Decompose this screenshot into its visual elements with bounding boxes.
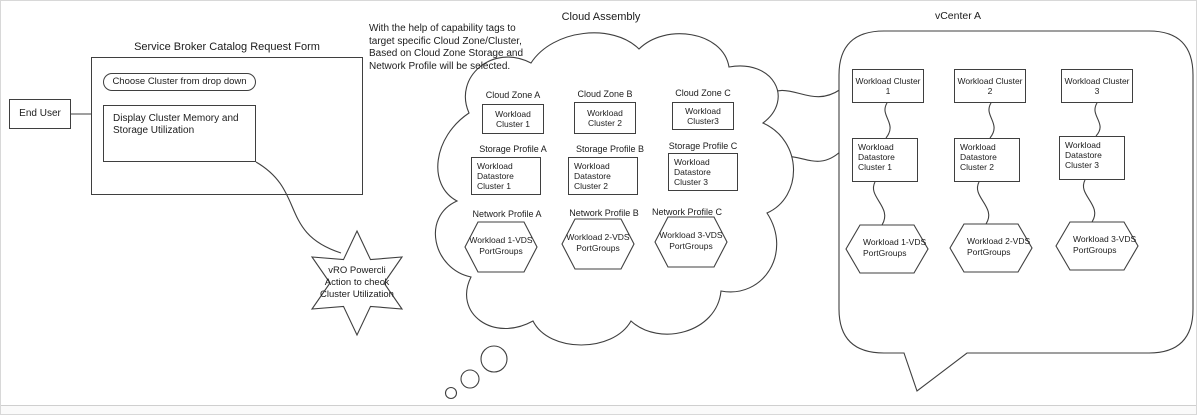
hexagon-cloud-portgroups-3 — [654, 216, 728, 268]
connector-vc1-datastore-portgroups — [872, 181, 886, 226]
capability-tags-annotation: With the help of capability tags to targ… — [369, 23, 523, 72]
vcenter-portgroups-1-label: Workload 1-VDS PortGroups — [863, 237, 927, 258]
vcenter-datastore-1-box: Workload Datastore Cluster 1 — [852, 138, 918, 182]
thought-bubble-small — [444, 386, 458, 400]
vcenter-bubble-shape — [838, 30, 1194, 392]
connector-vc1-cluster-datastore — [884, 102, 891, 139]
connector-vc3-datastore-portgroups — [1082, 179, 1096, 223]
cloud-datastore-c-box: Workload Datastore Cluster 3 — [668, 153, 738, 191]
vcenter-title: vCenter A — [934, 10, 982, 22]
connector-vc3-cluster-datastore — [1094, 102, 1101, 137]
star-shape — [310, 229, 404, 337]
hexagon-cloud-portgroups-2 — [561, 218, 635, 270]
hexagon-vcenter-portgroups-3 — [1055, 221, 1139, 271]
cloud-datastore-b-box: Workload Datastore Cluster 2 — [568, 157, 638, 195]
cloud-assembly-title: Cloud Assembly — [561, 11, 641, 23]
vcenter-datastore-3-box: Workload Datastore Cluster 3 — [1059, 136, 1125, 180]
cloud-zone-b-cluster-box: Workload Cluster 2 — [574, 102, 636, 134]
cloud-portgroups-c-label: Workload 3-VDS PortGroups — [659, 230, 723, 251]
thought-bubble-large — [480, 345, 508, 373]
vcenter-cluster-1-box: Workload Cluster 1 — [852, 69, 924, 103]
connector-vc2-cluster-datastore — [988, 102, 995, 139]
storage-profile-b-label: Storage Profile B — [575, 144, 645, 154]
cloud-zone-c-cluster-box: Workload Cluster3 — [672, 102, 734, 130]
vcenter-portgroups-2-label: Workload 2-VDS PortGroups — [967, 236, 1031, 257]
cloud-zone-c-label: Cloud Zone C — [675, 88, 731, 98]
cluster-dropdown: Choose Cluster from drop down — [103, 73, 256, 91]
cloud-zone-b-label: Cloud Zone B — [577, 89, 633, 99]
storage-profile-a-label: Storage Profile A — [479, 144, 547, 154]
connector-vc2-datastore-portgroups — [976, 181, 990, 225]
cloud-portgroups-a-label: Workload 1-VDS PortGroups — [469, 235, 533, 256]
star-label: vRO Powercli Action to check Cluster Uti… — [320, 265, 394, 300]
vcenter-portgroups-3-label: Workload 3-VDS PortGroups — [1073, 234, 1137, 255]
hexagon-vcenter-portgroups-1 — [845, 224, 929, 274]
cloud-zone-a-cluster-box: Workload Cluster 1 — [482, 104, 544, 134]
cloud-portgroups-b-label: Workload 2-VDS PortGroups — [566, 232, 630, 253]
storage-profile-c-label: Storage Profile C — [668, 141, 738, 151]
display-utilization-box: Display Cluster Memory and Storage Utili… — [103, 105, 256, 162]
hexagon-vcenter-portgroups-2 — [949, 223, 1033, 273]
network-profile-b-label: Network Profile B — [569, 208, 639, 218]
cloud-zone-a-label: Cloud Zone A — [485, 90, 541, 100]
connector-form-star — [255, 161, 342, 254]
vcenter-cluster-2-box: Workload Cluster 2 — [954, 69, 1026, 103]
network-profile-a-label: Network Profile A — [472, 209, 542, 219]
bottom-edge-bar — [1, 405, 1196, 414]
thought-bubble-medium — [460, 369, 480, 389]
form-title: Service Broker Catalog Request Form — [134, 41, 320, 53]
hexagon-cloud-portgroups-1 — [464, 221, 538, 273]
vcenter-cluster-3-box: Workload Cluster 3 — [1061, 69, 1133, 103]
network-profile-c-label: Network Profile C — [651, 207, 723, 217]
vcenter-datastore-2-box: Workload Datastore Cluster 2 — [954, 138, 1020, 182]
cloud-datastore-a-box: Workload Datastore Cluster 1 — [471, 157, 541, 195]
form-container — [91, 57, 363, 195]
end-user-box: End User — [9, 99, 71, 129]
